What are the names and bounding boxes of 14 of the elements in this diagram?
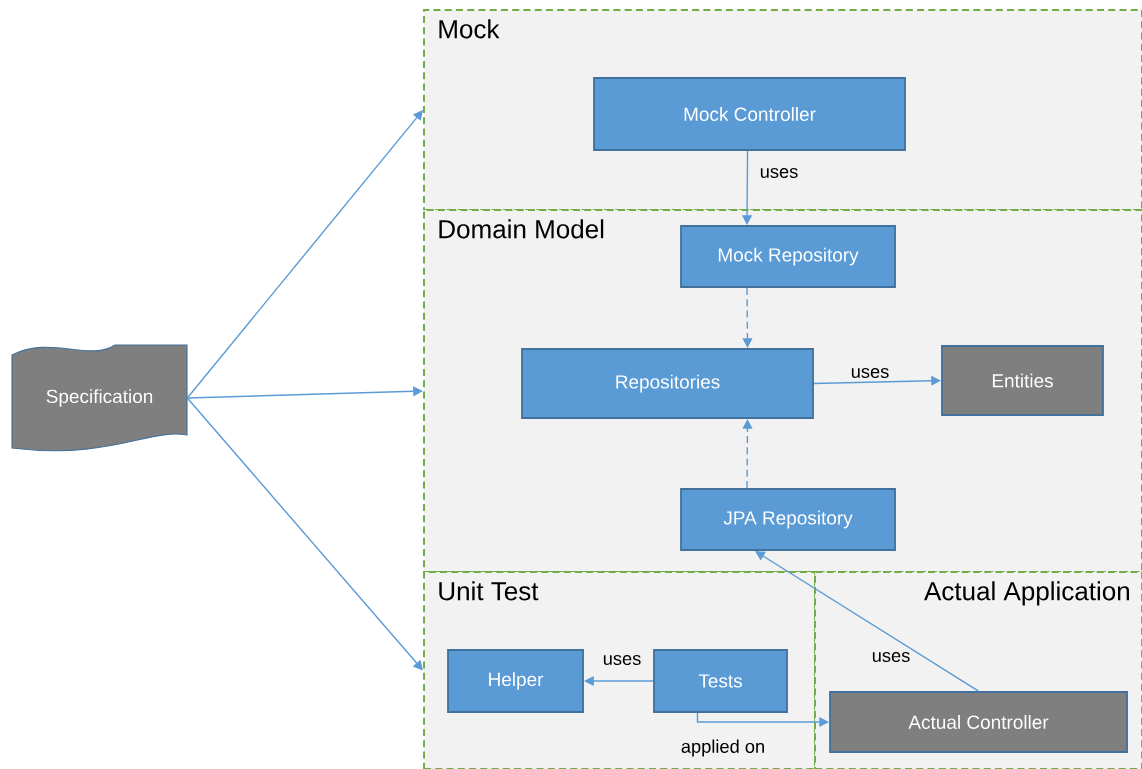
edge-label: applied on (679, 738, 767, 758)
node-label: Mock (439, 19, 500, 39)
process-box: Actual Controller (829, 691, 1128, 753)
process-box: Helper (447, 649, 584, 713)
process-box: Repositories (521, 348, 814, 419)
arrow (742, 419, 753, 489)
process-box: Mock Controller (593, 77, 906, 151)
process-box: Mock Repository (680, 225, 896, 288)
process-box: Tests (653, 649, 788, 713)
process-box: JPA Repository (680, 488, 896, 551)
process-box: Entities (941, 345, 1104, 416)
arrow (186, 110, 423, 399)
node-label: Domain Model (439, 219, 604, 239)
arrow (186, 386, 423, 399)
